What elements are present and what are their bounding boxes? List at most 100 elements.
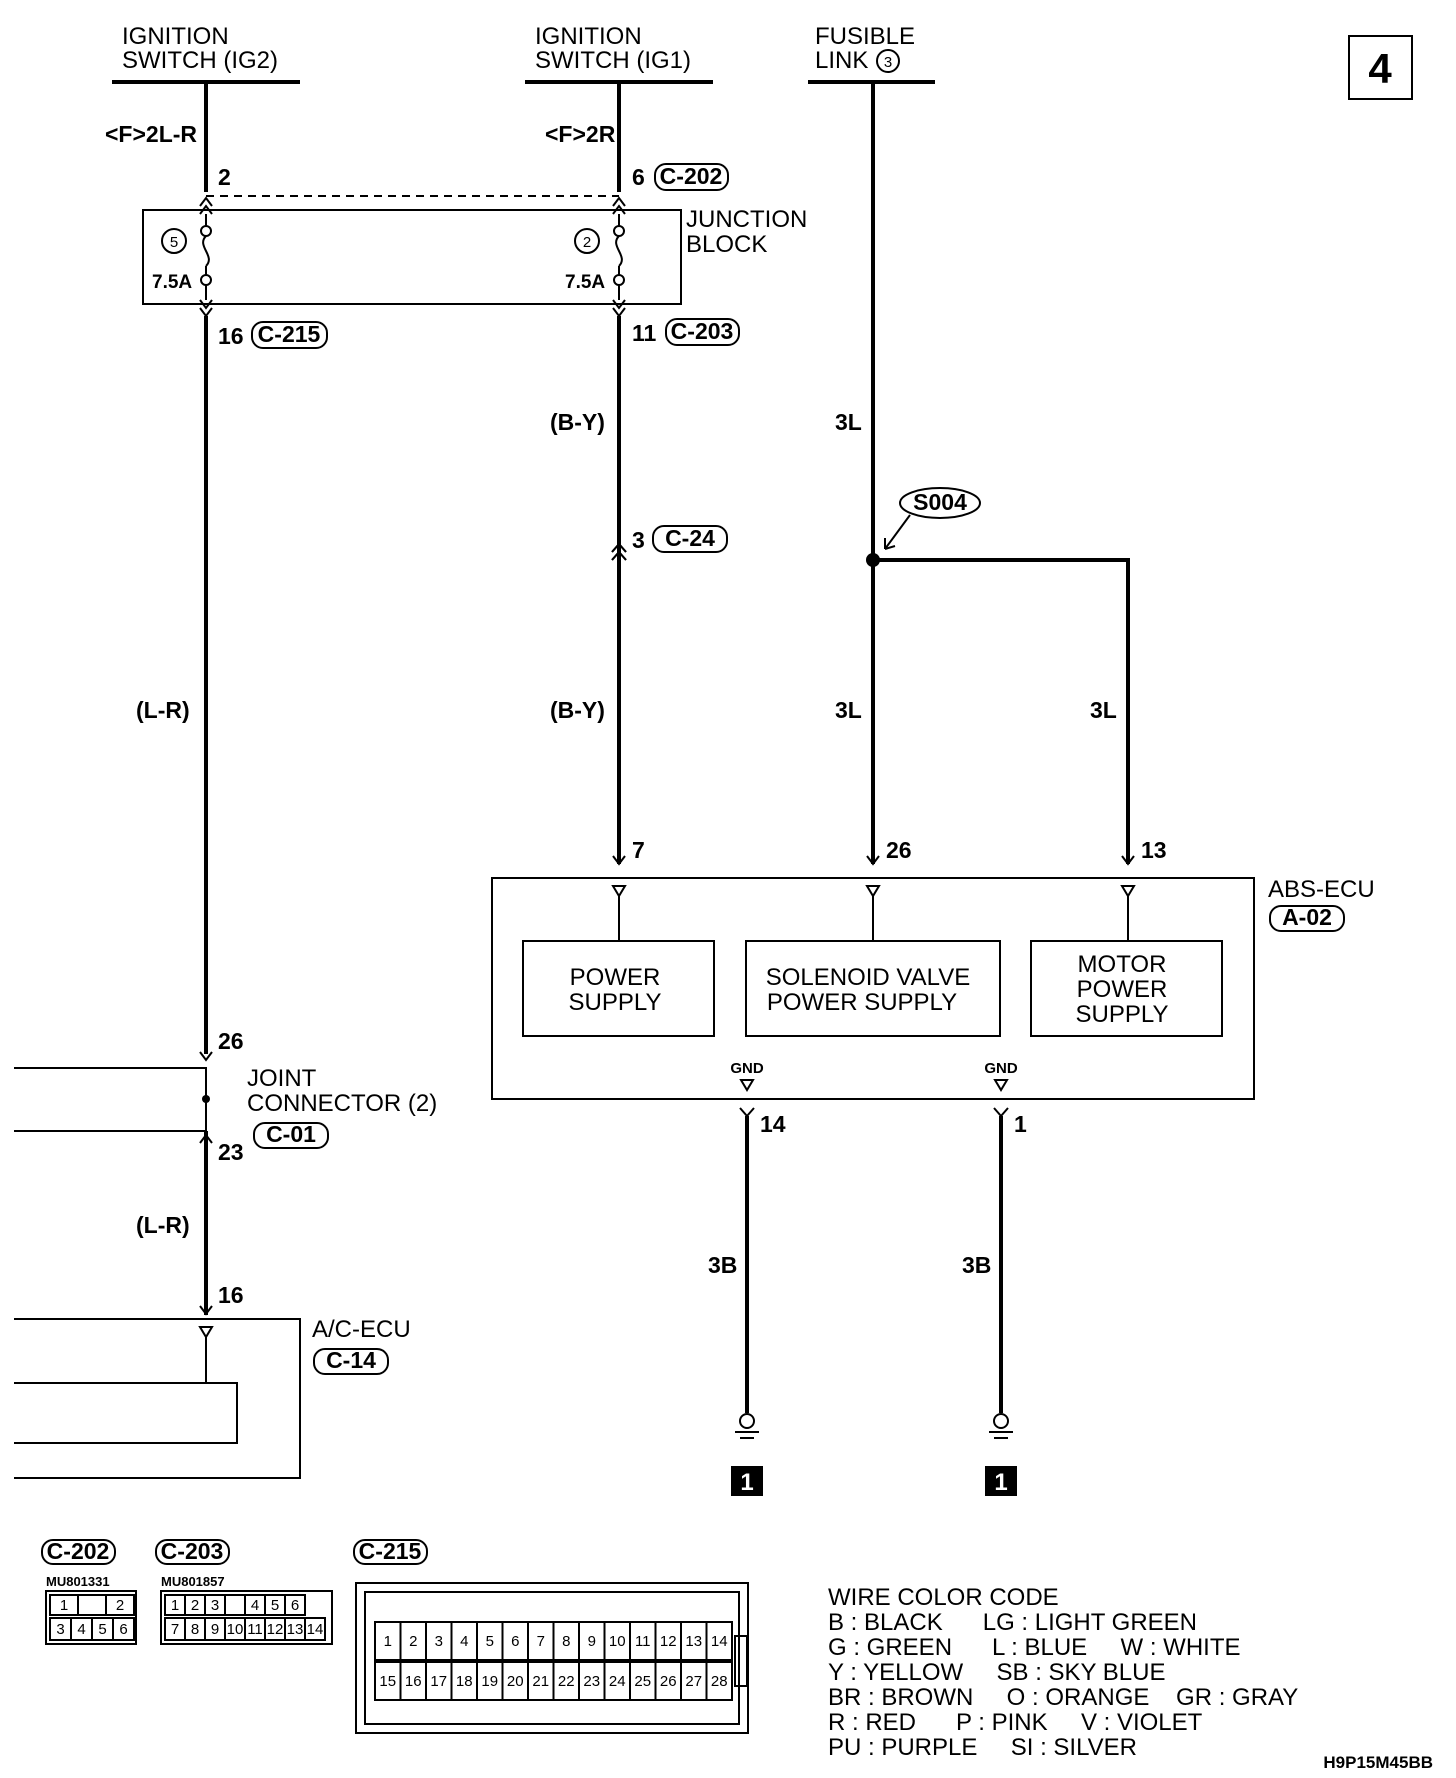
ground-ref-1: 1 [740,1469,753,1496]
c215-pin-13-label: 13 [685,1633,702,1650]
solenoid-valve-line2: POWER SUPPLY [767,989,957,1016]
c202-pin-1-label: 1 [60,1597,68,1614]
solenoid-valve-line1: SOLENOID VALVE [766,964,971,991]
gnd-label-1: GND [730,1060,764,1077]
c203-pin-6-label: 6 [291,1597,299,1614]
pin-16-ac-chevron [199,1305,213,1316]
c215-pin-3-label: 3 [435,1633,443,1650]
c215-pin-20-label: 20 [507,1673,524,1690]
fuse-left-rating: 7.5A [152,272,192,293]
c215-pin-17-label: 17 [430,1673,447,1690]
jb-out-chevron-right [612,299,626,318]
pin-13: 13 [1141,837,1167,863]
c202-pin-2-cell [105,1594,135,1616]
connector-c203-label: C-203 [671,318,734,344]
jb-in-chevron-right [612,196,626,215]
c215-pin-1-label: 1 [384,1633,392,1650]
c215-pin-10-label: 10 [609,1633,626,1650]
ig2-label-line1: IGNITION [122,23,229,50]
fuse-right-terminal-bottom [613,274,625,286]
c202-pin-5-label: 5 [98,1621,106,1638]
power-supply-block [522,940,715,1037]
abs-ecu-box [491,877,1255,1100]
connector-c01-label: C-01 [266,1121,316,1147]
pin-11: 11 [632,320,657,346]
c215-pin-7-label: 7 [537,1633,545,1650]
connector-c24-tag [652,525,728,553]
fusible-num: 3 [884,54,892,71]
by-wire-label-1: (B-Y) [550,409,605,435]
c203-pin-8-label: 8 [191,1621,199,1638]
junction-block-label-line2: BLOCK [686,231,767,258]
gnd-label-2: GND [984,1060,1018,1077]
fuse-left-element [202,235,210,267]
c202-view-name: C-202 [47,1538,110,1564]
c203-pin-14-label: 14 [307,1621,324,1638]
3l-wire-branch [873,558,1130,864]
c203-view-tag [155,1539,230,1565]
c215-pin-8-label: 8 [562,1633,570,1650]
c215-inner [364,1591,740,1725]
c203-pin-6-cell [284,1594,306,1616]
ac-ecu-box [14,1318,301,1479]
c203-pin-5-label: 5 [271,1597,279,1614]
c203-pin-12-label: 12 [267,1621,284,1638]
joint-connector-box [14,1067,207,1132]
fusible-num-circle [876,49,900,73]
wire-color-code-line-1: B : BLACK LG : LIGHT GREEN [828,1609,1197,1636]
connector-c215-tag [251,321,328,349]
motor-power-line1: MOTOR [1078,951,1167,978]
fuse-left-num-circle [161,228,187,254]
c203-pin-2-label: 2 [191,1597,199,1614]
3l-wire-label-3: 3L [1090,697,1117,723]
pin-7: 7 [632,837,645,863]
c215-view-tag [353,1539,428,1565]
wire-color-code-line-3: Y : YELLOW SB : SKY BLUE [828,1659,1166,1686]
lr-wire-label-2: (L-R) [136,1212,190,1238]
fuse-right-element [615,235,623,267]
connector-c01-tag [253,1122,329,1149]
c215-outer [355,1582,749,1734]
pin-23: 23 [218,1139,244,1165]
pin-3: 3 [632,527,645,553]
motor-power-block [1030,940,1223,1037]
c203-pin-10-label: 10 [227,1621,244,1638]
c203-pin-3-label: 3 [211,1597,219,1614]
ground-point-1 [739,1413,755,1429]
c215-pin-27-label: 27 [685,1673,702,1690]
c202-pin-3-label: 3 [56,1621,64,1638]
lr-wire-label-1: (L-R) [136,697,190,723]
joint-connector-line2: CONNECTOR (2) [247,1090,437,1117]
splice-s004-label: S004 [913,489,967,515]
c202-part-number: MU801331 [46,1574,110,1589]
ground-point-2 [993,1413,1009,1429]
c215-pin-21-label: 21 [532,1673,549,1690]
c203-pin-blank-cell [224,1594,246,1616]
joint-connector-line1: JOINT [247,1065,317,1092]
c203-part-number: MU801857 [161,1574,225,1589]
c215-pin-28-label: 28 [711,1673,728,1690]
abs-pin7-arrow [611,885,627,898]
c215-pin-12-label: 12 [660,1633,677,1650]
gnd-arrow-1 [739,1079,755,1092]
ig1-wire-label: <F>2R [545,121,616,147]
pin-2: 2 [218,164,231,190]
pin-26-abs: 26 [886,837,912,863]
fusible-label-line1: FUSIBLE [815,23,915,50]
fuse-left-terminal-top [200,225,212,237]
c202-pin-2-label: 2 [116,1597,124,1614]
ig1-label-line2: SWITCH (IG1) [535,47,691,74]
pin-7-chevron [612,855,626,866]
power-supply-line1: POWER [570,964,661,991]
ac-ecu-inner-block [14,1382,238,1444]
c203-pin-4-label: 4 [251,1597,259,1614]
page-number-box [1348,35,1413,100]
junction-block [142,209,682,305]
connector-a02-label: A-02 [1282,904,1332,930]
motor-power-line3: SUPPLY [1076,1001,1169,1028]
abs-pin26-arrow [865,885,881,898]
3b-wire-label-1: 3B [708,1252,737,1278]
